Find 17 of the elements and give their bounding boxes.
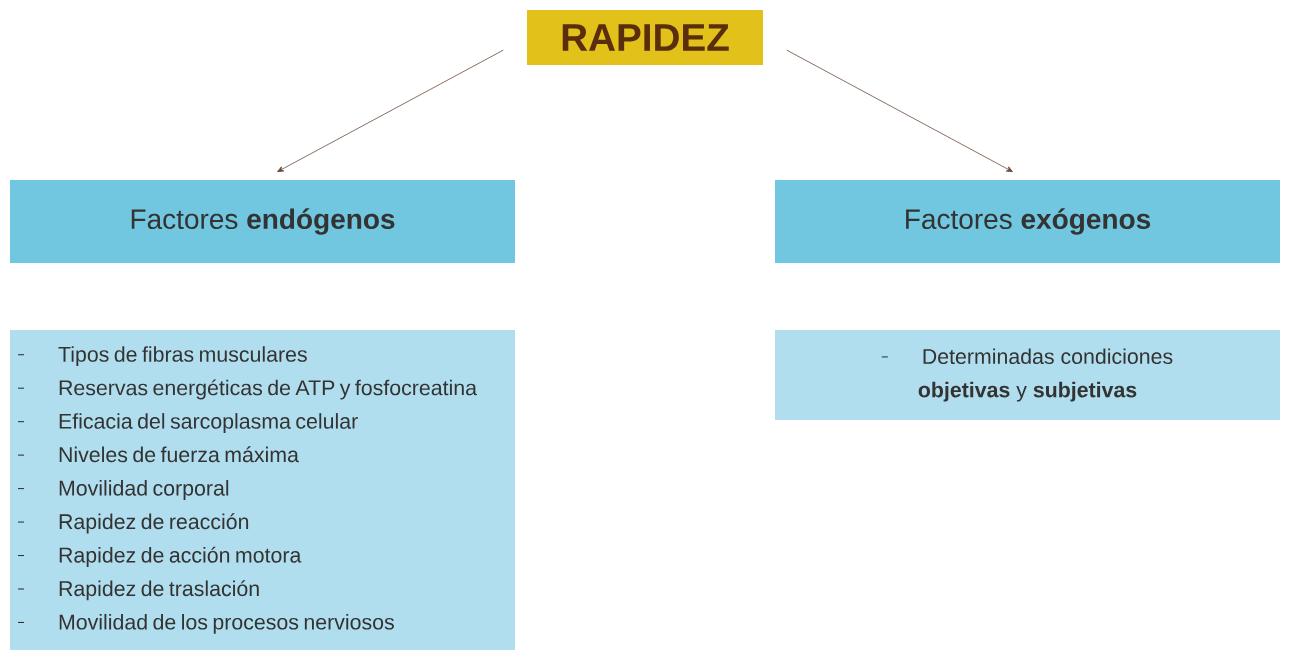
list-item: Reservas energéticas de ATP y fosfocreatina — [17, 379, 477, 400]
list-box — [10, 330, 515, 650]
list-item: Rapidez de traslación — [17, 580, 259, 601]
category-box: Factores exógenos — [775, 180, 1280, 263]
category-box: Factores endógenos — [10, 180, 515, 263]
list-item: Eficacia del sarcoplasma celular — [17, 413, 358, 433]
arrow — [786, 49, 1013, 173]
list-item: Rapidez de reacción — [17, 513, 249, 534]
list-box — [775, 330, 1280, 420]
list-item: Rapidez de acción motora — [17, 546, 302, 567]
list-item: Tipos de fibras musculares — [17, 346, 307, 367]
list-item: Determinadas condiciones objetivas y subjetivas — [881, 348, 1173, 402]
list-item: Niveles de fuerza máxima — [17, 446, 299, 463]
list-item: Movilidad de los procesos nerviosos — [17, 613, 394, 634]
title-box: RAPIDEZ — [527, 10, 763, 65]
arrow — [277, 49, 504, 173]
list-item: Movilidad corporal — [17, 480, 229, 500]
